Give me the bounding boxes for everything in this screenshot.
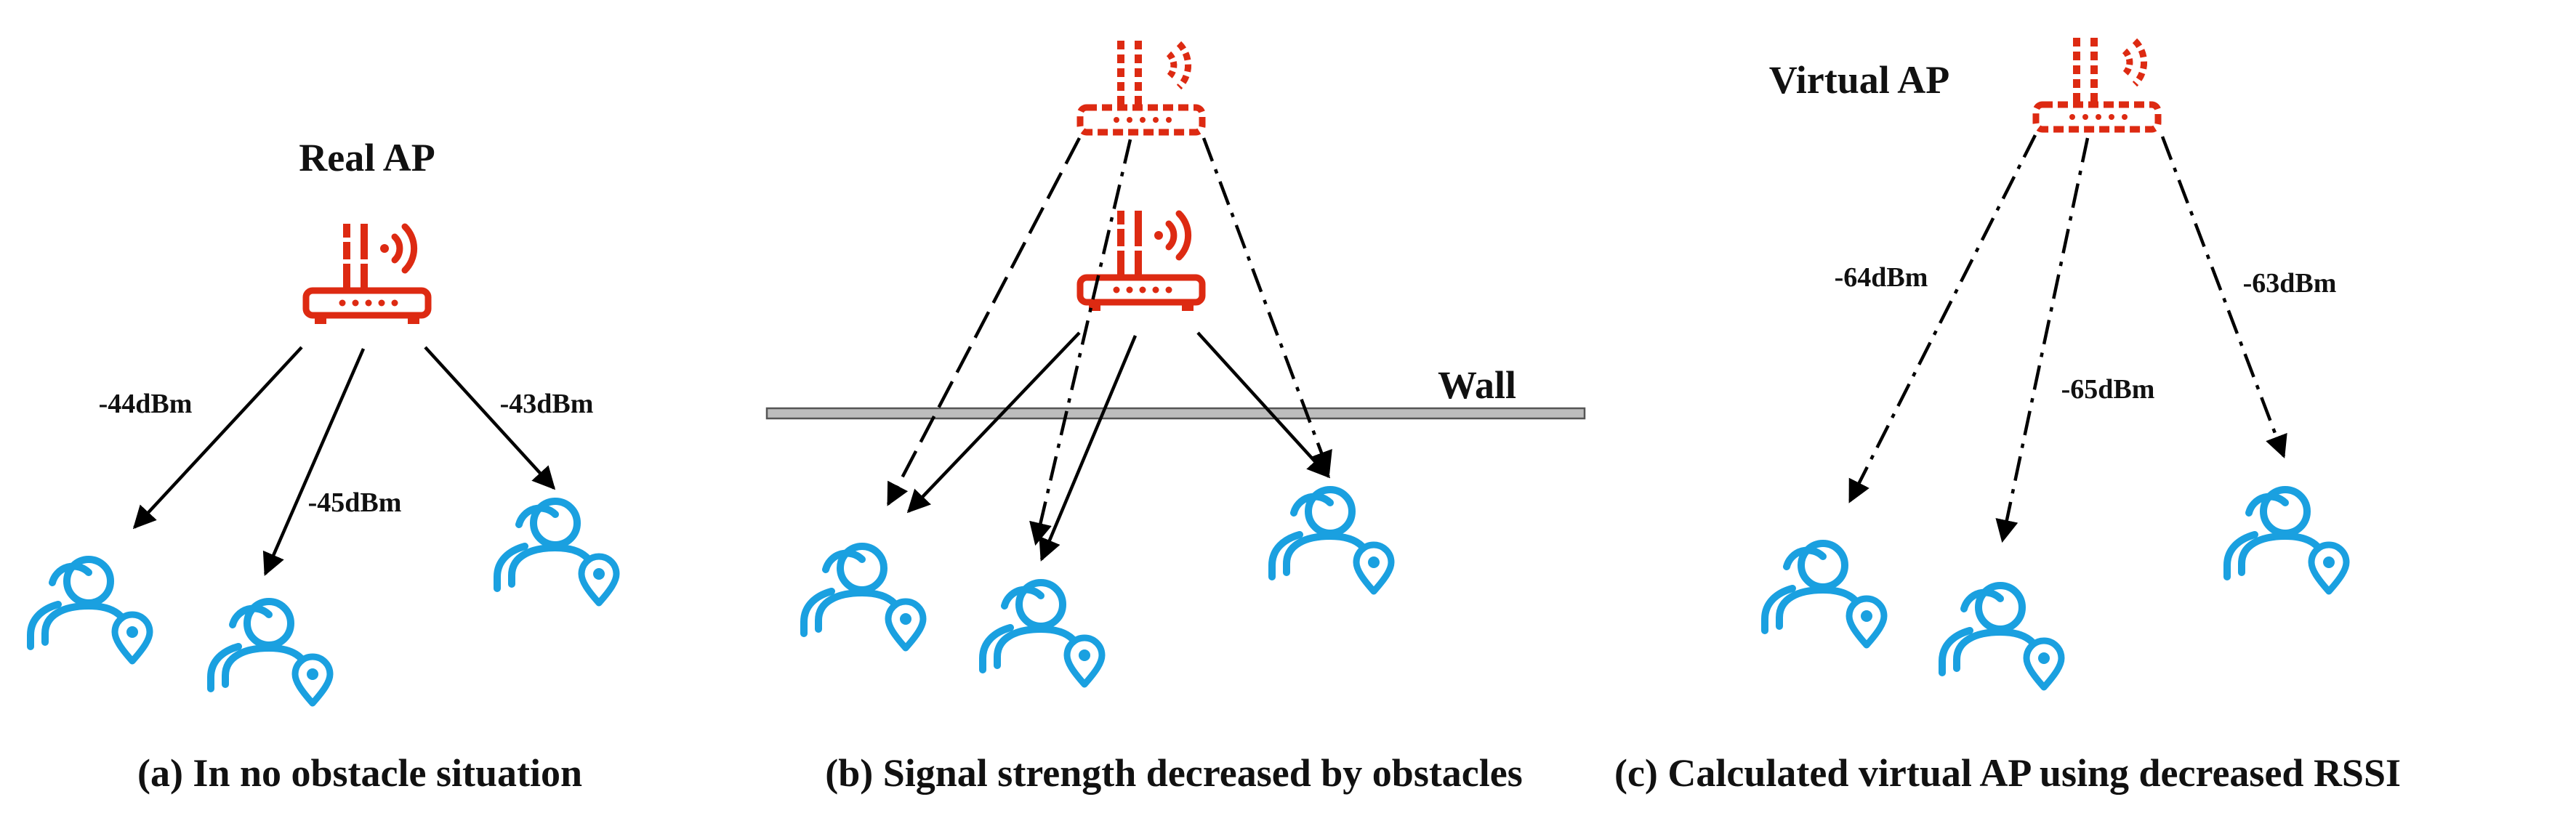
panel-a: Real AP -44dBm -45dBm -43dBm (a) In no o…	[31, 136, 616, 795]
wifi-router-icon	[1080, 211, 1202, 311]
real-ap-label: Real AP	[299, 136, 435, 179]
rssi-label: -65dBm	[2061, 374, 2155, 405]
user-location-icon	[983, 583, 1102, 684]
panel-c: Virtual AP -64dBm -65dBm -63dBm (c) Calc…	[1614, 38, 2401, 795]
signal-line	[1196, 331, 1331, 479]
rssi-label: -45dBm	[308, 487, 402, 518]
wifi-router-icon	[2036, 38, 2158, 129]
signal-line	[887, 137, 1081, 506]
signal-line	[262, 348, 366, 576]
virtual-ap-label: Virtual AP	[1769, 58, 1949, 102]
user-location-icon	[1272, 490, 1391, 591]
user-location-icon	[31, 559, 150, 661]
signal-line	[2160, 136, 2287, 458]
user-location-icon	[211, 602, 330, 703]
user-location-icon	[2227, 490, 2346, 591]
caption-c: (c) Calculated virtual AP using decrease…	[1614, 751, 2401, 795]
signal-line	[1029, 139, 1132, 546]
rssi-label: -63dBm	[2243, 268, 2337, 299]
signal-line	[132, 346, 303, 530]
signal-line	[1202, 137, 1332, 474]
rssi-label: -64dBm	[1835, 262, 1928, 293]
user-location-icon	[497, 501, 616, 603]
user-location-icon	[804, 546, 923, 648]
user-location-icon	[1765, 543, 1884, 645]
signal-line	[906, 331, 1081, 514]
wall-label: Wall	[1438, 363, 1516, 407]
signal-line	[424, 346, 556, 490]
signal-line	[1995, 137, 2090, 543]
signal-line	[1848, 134, 2037, 503]
wifi-router-icon	[306, 224, 428, 324]
rssi-label: -44dBm	[99, 389, 193, 419]
caption-b: (b) Signal strength decreased by obstacl…	[825, 751, 1523, 795]
rssi-label: -43dBm	[500, 389, 594, 419]
wall	[765, 407, 1586, 420]
signal-line	[1039, 335, 1138, 562]
user-location-icon	[1942, 586, 2061, 687]
panel-b: Wall (b) Signal strength decreased by ob…	[765, 41, 1586, 795]
caption-a: (a) In no obstacle situation	[137, 751, 582, 795]
wifi-router-icon	[1080, 41, 1202, 132]
